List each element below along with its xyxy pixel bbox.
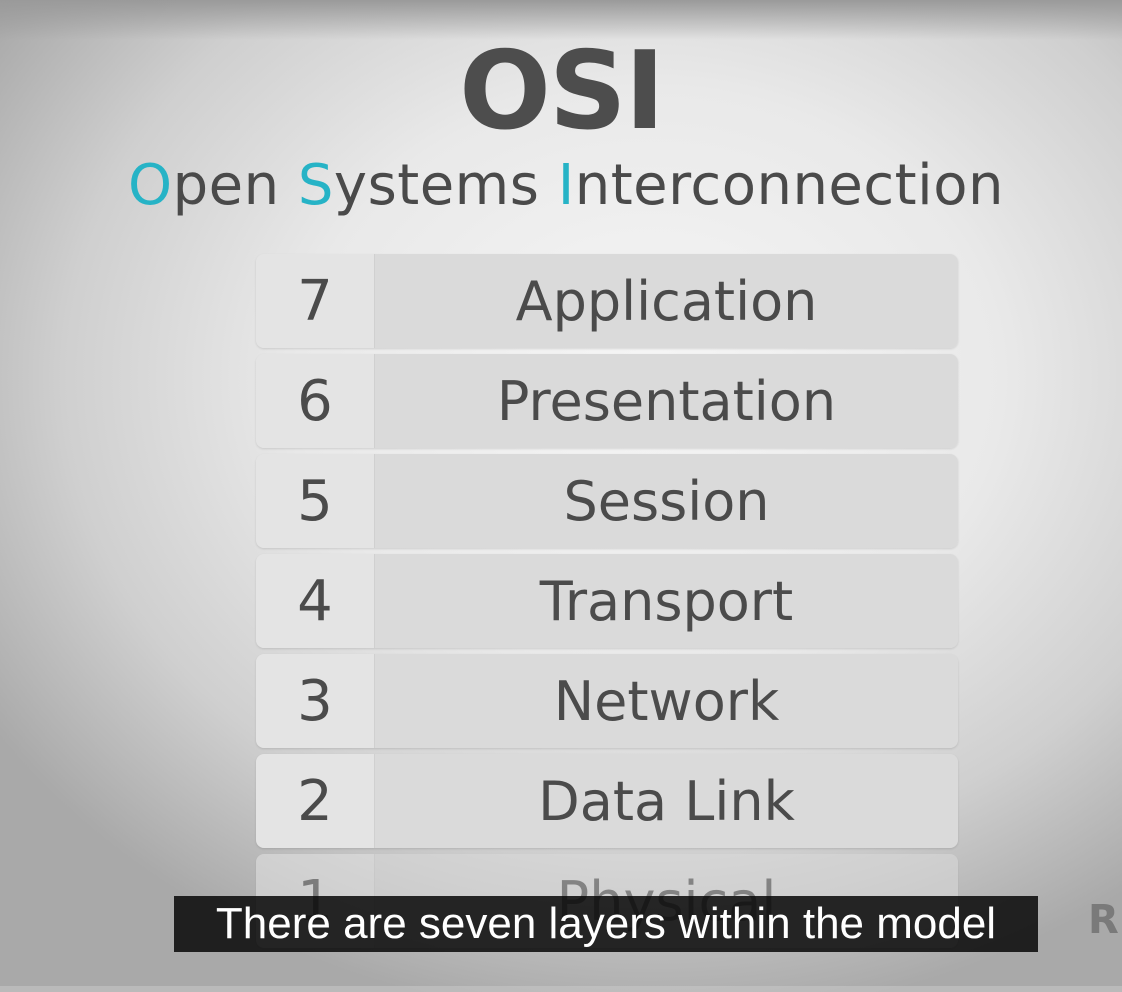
layer-number: 4 [256,554,375,648]
layer-number: 5 [256,454,375,548]
layer-name: Presentation [375,354,958,448]
layer-row-7: 7 Application [256,254,958,348]
subtitle-text-pen: pen [172,153,298,218]
subtitle-letter-o: O [128,153,173,218]
layer-row-6: 6 Presentation [256,354,958,448]
layer-name: Application [375,254,958,348]
subtitle-text-ystems: ystems [333,153,558,218]
layer-number: 2 [256,754,375,848]
slide-title: OSI [459,29,665,154]
layer-name: Transport [375,554,958,648]
subtitle-text-nterconnection: nterconnection [574,153,1004,218]
layer-row-3: 3 Network [256,654,958,748]
layer-name: Session [375,454,958,548]
layer-name: Data Link [375,754,958,848]
subtitle-letter-s: S [297,153,334,218]
vignette [0,0,1122,40]
video-progress-track[interactable] [0,986,1122,992]
layer-row-4: 4 Transport [256,554,958,648]
subtitle-letter-i: I [557,153,575,218]
layer-row-2: 2 Data Link [256,754,958,848]
osi-layer-stack: 7 Application 6 Presentation 5 Session 4… [256,254,958,954]
layer-name: Network [375,654,958,748]
layer-number: 7 [256,254,375,348]
edge-letter: R [1088,897,1119,943]
layer-row-5: 5 Session [256,454,958,548]
slide-subtitle: Open Systems Interconnection [128,150,1004,222]
layer-number: 3 [256,654,375,748]
layer-number: 6 [256,354,375,448]
video-caption: There are seven layers within the model [174,896,1038,952]
